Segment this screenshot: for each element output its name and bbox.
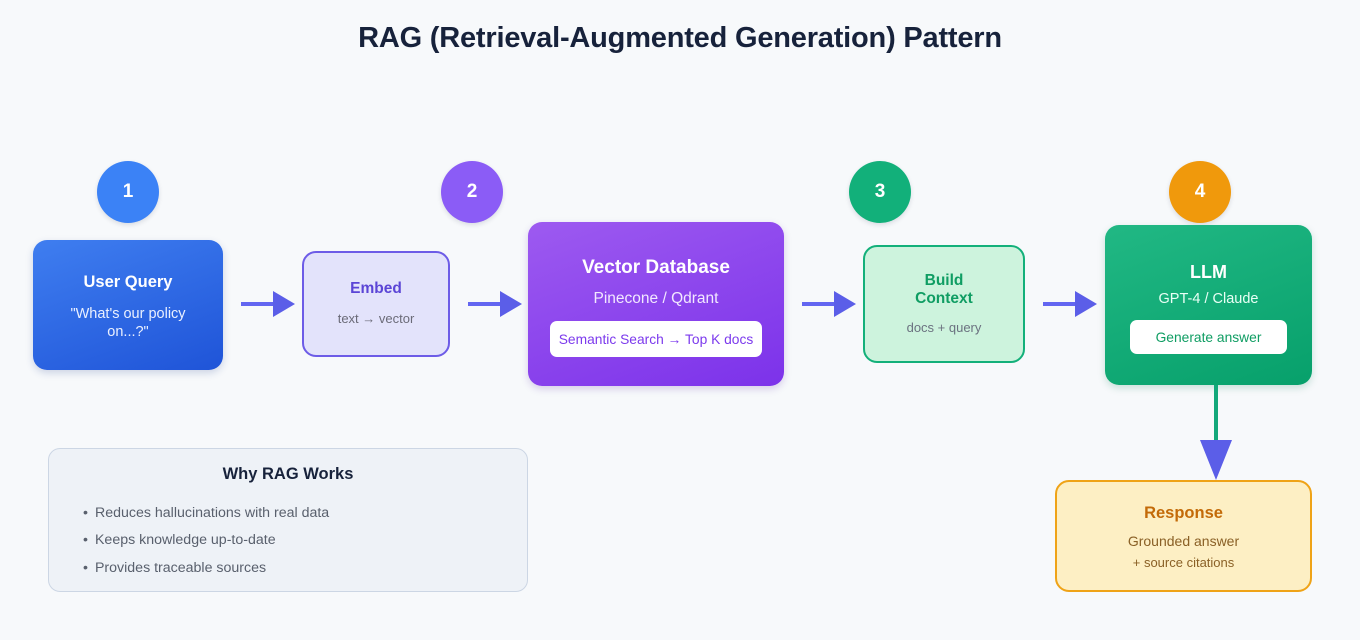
why-rag-works-title: Why RAG Works xyxy=(222,465,354,483)
arrowhead-icon xyxy=(500,291,522,317)
node-user-query-title: User Query xyxy=(83,272,173,291)
step-badge-2-label: 2 xyxy=(466,181,478,202)
why-rag-works-panel: Why RAG Works Reduces hallucinations wit… xyxy=(48,448,528,592)
node-llm-title: LLM xyxy=(1190,261,1227,282)
connector-user-query-to-embed xyxy=(241,289,295,319)
node-llm[interactable]: LLM GPT-4 / Claude Generate answer xyxy=(1105,225,1312,385)
why-rag-works-list: Reduces hallucinations with real data Ke… xyxy=(49,500,527,582)
generate-answer-chip[interactable]: Generate answer xyxy=(1130,320,1287,355)
node-response[interactable]: Response Grounded answer + source citati… xyxy=(1055,480,1312,592)
connector-line xyxy=(1043,302,1075,306)
connector-vector-database-to-build-context xyxy=(802,289,856,319)
arrowhead-icon xyxy=(273,291,295,317)
node-vector-database-subtitle: Pinecone / Qdrant xyxy=(593,289,719,307)
node-embed[interactable]: Embed text → vector xyxy=(302,251,450,357)
node-vector-database[interactable]: Vector Database Pinecone / Qdrant Semant… xyxy=(528,222,784,386)
step-badge-1: 1 xyxy=(97,161,159,223)
page-title: RAG (Retrieval-Augmented Generation) Pat… xyxy=(358,22,1002,54)
node-user-query[interactable]: User Query "What's our policy on...?" xyxy=(33,240,223,370)
node-embed-subtitle: text → vector xyxy=(337,311,415,327)
node-vector-database-title: Vector Database xyxy=(582,256,730,278)
node-embed-title: Embed xyxy=(350,280,402,298)
arrowhead-icon xyxy=(834,291,856,317)
step-badge-1-label: 1 xyxy=(122,181,134,202)
node-response-subtitle: Grounded answer xyxy=(1127,532,1240,549)
node-llm-subtitle: GPT-4 / Claude xyxy=(1158,291,1259,308)
node-response-title: Response xyxy=(1144,503,1223,522)
step-badge-4-label: 4 xyxy=(1194,181,1206,202)
node-build-context-title-line2: Context xyxy=(915,289,973,307)
node-build-context-title-line1: Build xyxy=(924,272,964,290)
connector-build-context-to-llm xyxy=(1043,289,1097,319)
semantic-search-chip[interactable]: Semantic Search → Top K docs xyxy=(550,321,762,358)
node-response-subtitle2: + source citations xyxy=(1132,555,1235,571)
connector-line xyxy=(802,302,834,306)
node-build-context-subtitle: docs + query xyxy=(906,319,982,335)
step-badge-3: 3 xyxy=(849,161,911,223)
connector-line xyxy=(241,302,273,306)
arrowhead-down-icon xyxy=(1200,440,1232,480)
connector-llm-to-response xyxy=(1200,385,1232,480)
connector-embed-to-vector-database xyxy=(468,289,522,319)
node-build-context[interactable]: Build Context docs + query xyxy=(863,245,1025,363)
step-badge-3-label: 3 xyxy=(874,181,886,202)
connector-line xyxy=(1214,385,1218,440)
step-badge-2: 2 xyxy=(441,161,503,223)
step-badge-4: 4 xyxy=(1169,161,1231,223)
list-item: Provides traceable sources xyxy=(83,555,527,582)
list-item: Keeps knowledge up-to-date xyxy=(83,527,527,554)
node-user-query-subtitle: "What's our policy on...?" xyxy=(70,305,186,340)
arrowhead-icon xyxy=(1075,291,1097,317)
connector-line xyxy=(468,302,500,306)
list-item: Reduces hallucinations with real data xyxy=(83,500,527,527)
